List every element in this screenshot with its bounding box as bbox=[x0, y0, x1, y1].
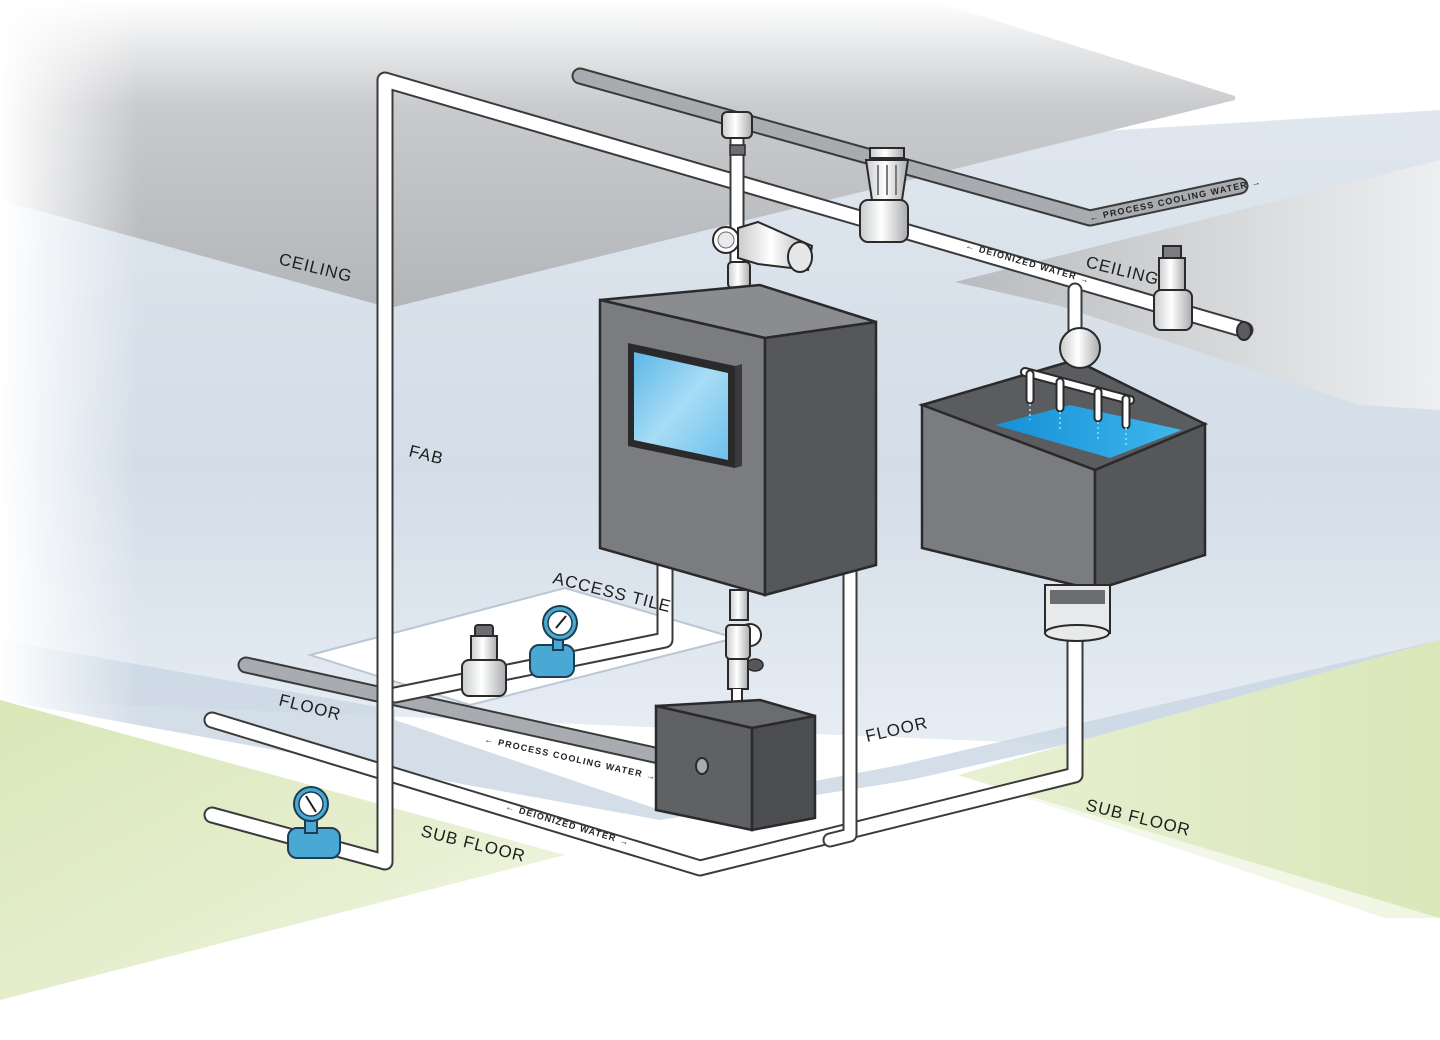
cabinet-side bbox=[763, 320, 878, 597]
pressure-gauge-icon bbox=[287, 786, 341, 859]
touch-screen bbox=[634, 352, 728, 460]
pressure-gauge-icon bbox=[529, 605, 578, 678]
pressure-regulator-icon bbox=[1153, 245, 1193, 331]
pressure-regulator-icon bbox=[859, 147, 910, 243]
tank-water bbox=[995, 405, 1182, 458]
lower-equipment-box bbox=[654, 698, 817, 832]
spray-manifold bbox=[1020, 327, 1135, 446]
tee-fitting bbox=[721, 111, 753, 156]
pcw-pipe-end bbox=[695, 757, 709, 775]
pressure-regulator-icon bbox=[461, 624, 507, 697]
control-cabinet bbox=[598, 283, 878, 597]
tank-side bbox=[1093, 422, 1207, 592]
raised-floor-left bbox=[0, 640, 1440, 820]
sub-floor-right bbox=[958, 640, 1440, 918]
sub-floor-left bbox=[0, 700, 565, 1000]
di-pipe-end-cap bbox=[1236, 321, 1252, 341]
ceiling-slab-right bbox=[955, 160, 1440, 410]
water-tank bbox=[918, 358, 1209, 642]
